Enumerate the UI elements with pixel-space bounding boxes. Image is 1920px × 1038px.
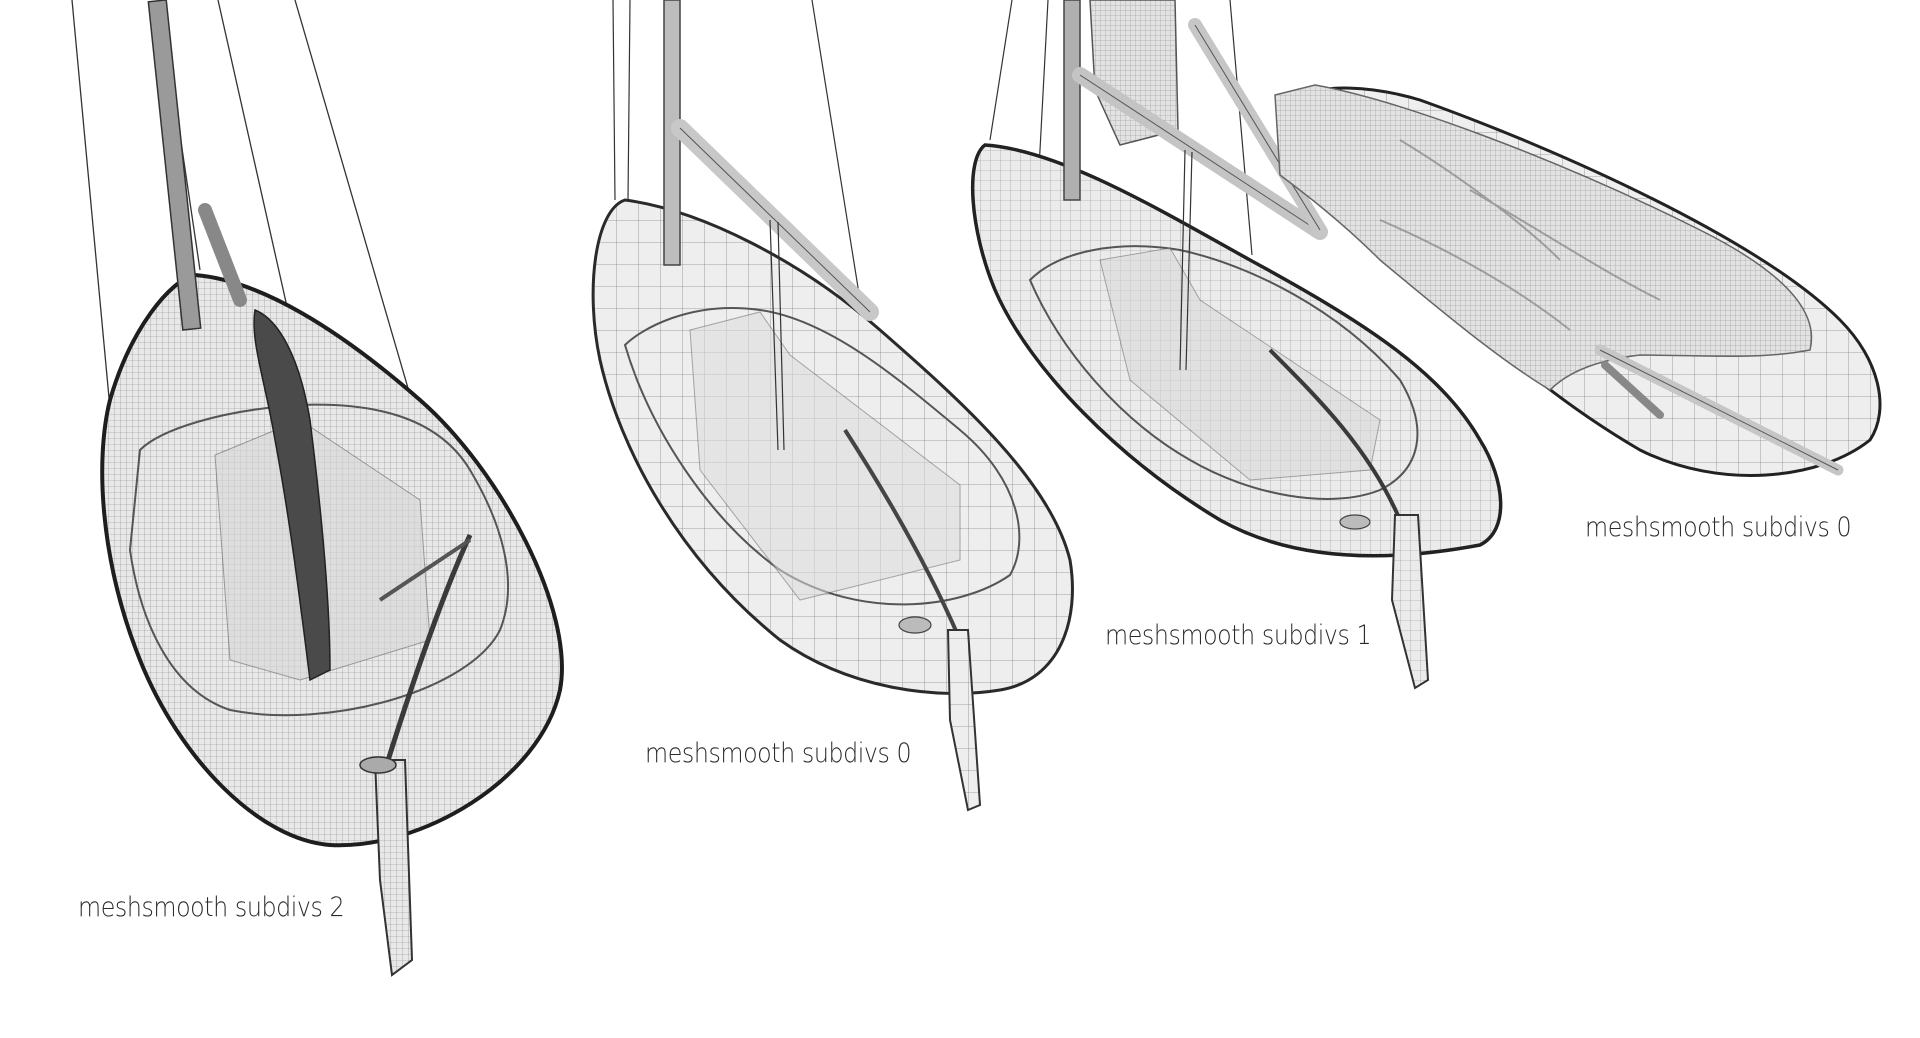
boat-3-subdivs-1 [970,0,1503,690]
boat-4-caption: meshsmooth subdivs 0 [1585,512,1852,543]
boat-2-caption: meshsmooth subdivs 0 [645,738,912,769]
boat-1-subdivs-2 [71,0,564,977]
boat-4-subdivs-0 [1188,18,1882,477]
boat-2-subdivs-0 [591,0,1074,812]
boat-3-caption: meshsmooth subdivs 1 [1105,620,1372,651]
boat-1-caption: meshsmooth subdivs 2 [78,892,345,923]
